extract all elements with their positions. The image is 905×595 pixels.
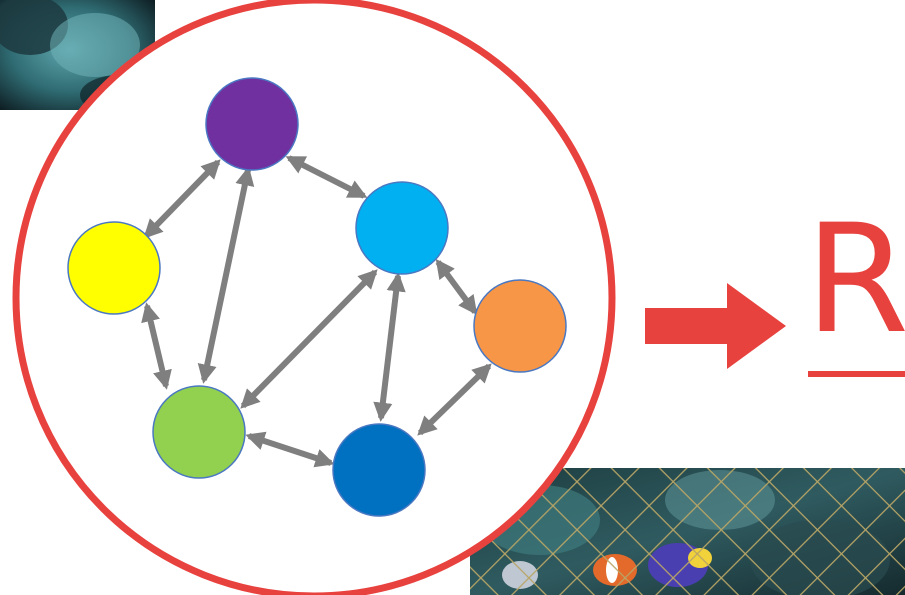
edge-light-blue-green bbox=[240, 269, 378, 409]
graph-edges bbox=[141, 155, 492, 468]
node-purple bbox=[205, 77, 299, 171]
edge-yellow-green bbox=[141, 302, 172, 390]
node-light-blue bbox=[355, 181, 449, 275]
edge-dark-blue-orange bbox=[417, 363, 492, 436]
cut-off-heading: R bbox=[805, 193, 905, 367]
edge-light-blue-orange bbox=[435, 258, 478, 316]
node-green bbox=[152, 385, 246, 479]
node-yellow bbox=[67, 221, 161, 315]
heading-underline bbox=[808, 371, 905, 377]
edge-light-blue-dark-blue bbox=[373, 272, 406, 422]
graph-nodes bbox=[67, 77, 567, 517]
node-dark-blue bbox=[332, 423, 426, 517]
node-orange bbox=[473, 279, 567, 373]
edge-green-dark-blue bbox=[245, 431, 335, 468]
right-arrow-icon bbox=[645, 283, 786, 369]
edge-purple-light-blue bbox=[285, 155, 368, 199]
edge-purple-green bbox=[197, 166, 255, 384]
photo-fragment-top-left bbox=[0, 0, 160, 115]
